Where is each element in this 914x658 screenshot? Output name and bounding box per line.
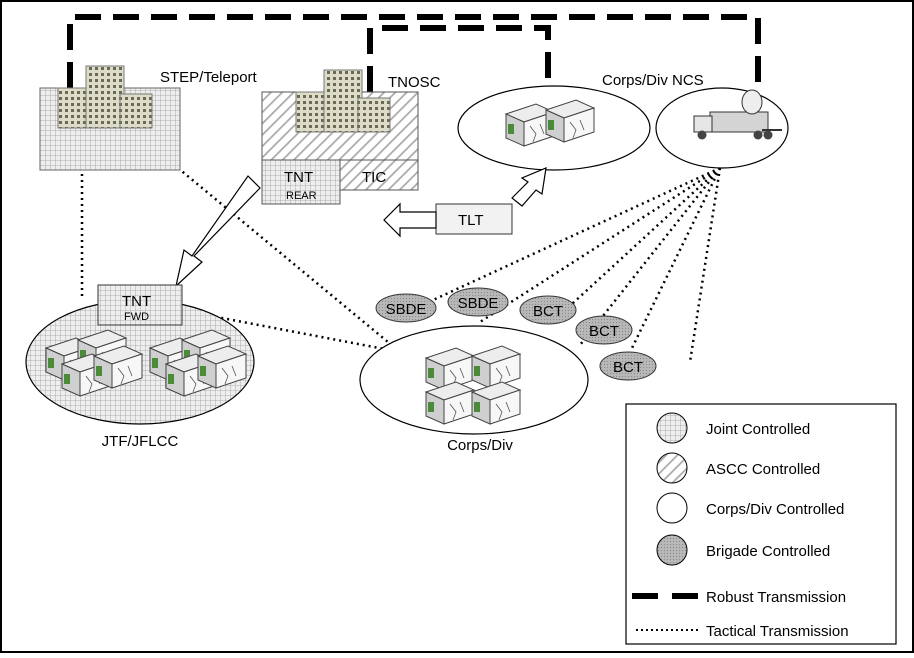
legend-robust-label: Robust Transmission [706,589,846,606]
satellite-truck-icon [693,89,782,140]
bct-label-1: BCT [533,303,563,320]
arrows [174,167,547,288]
tic-label: TIC [362,169,386,186]
legend-joint-icon [656,412,688,444]
tlt-label: TLT [458,212,484,229]
legend-box [625,403,897,645]
sbde-node-2 [447,287,509,317]
brigade-nodes: SBDE SBDE BCT BCT BCT [375,287,657,381]
corps-div-label: Corps/Div [447,437,513,454]
jtf-jflcc-label: JTF/JFLCC [102,433,179,450]
legend: Joint Controlled ASCC Controlled Corps/D… [625,403,897,645]
sbde-node-1 [375,293,437,323]
legend-corps-label: Corps/Div Controlled [706,501,844,518]
legend-corps-icon [656,492,688,524]
sbde-label-1: SBDE [386,301,427,318]
bct-node-2 [575,315,633,345]
corps-div-ncs-label: Corps/Div NCS [602,72,704,89]
fwd-label: FWD [124,311,149,323]
bct-label-2: BCT [589,323,619,340]
step-teleport-node [39,65,181,171]
legend-ascc-label: ASCC Controlled [706,461,820,478]
bct-label-3: BCT [613,359,643,376]
tnosc-label: TNOSC [388,74,441,91]
bct-node-3 [599,351,657,381]
legend-brigade-icon [656,534,688,566]
tic-box [339,159,419,191]
legend-ascc-icon [656,452,688,484]
legend-brigade-label: Brigade Controlled [706,543,830,560]
step-teleport-label: STEP/Teleport [160,69,258,86]
legend-joint-label: Joint Controlled [706,421,810,438]
tnt-rear-box [261,159,341,205]
tnosc-node [261,69,419,205]
legend-tactical-label: Tactical Transmission [706,623,849,640]
tnt-fwd-label: TNT [122,293,151,310]
tnt-fwd-box [97,284,183,326]
robust-transmission-lines [67,14,761,92]
tnt-rear-label: TNT [284,169,313,186]
tlt-box [435,203,513,235]
rear-label: REAR [286,190,317,202]
sbde-label-2: SBDE [458,295,499,312]
bct-node-1 [519,295,577,325]
